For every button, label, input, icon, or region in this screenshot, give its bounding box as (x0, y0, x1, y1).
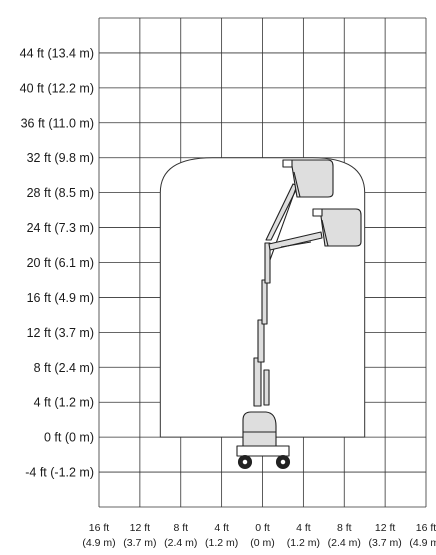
upper-platform-bracket (282, 159, 293, 168)
lower-platform (319, 208, 362, 247)
y-tick-label: 44 ft (13.4 m) (20, 46, 94, 60)
x-tick-label-ft: 4 ft (214, 522, 229, 534)
x-tick-label-m: (1.2 m) (205, 537, 238, 549)
upper-platform (290, 159, 334, 198)
y-tick-label: 4 ft (1.2 m) (34, 396, 94, 410)
lower-jib-arm (268, 231, 323, 251)
x-tick-label-ft: 8 ft (173, 522, 188, 534)
y-tick-label: 20 ft (6.1 m) (27, 256, 94, 270)
x-tick-label-ft: 8 ft (337, 522, 352, 534)
y-tick-label: 8 ft (2.4 m) (34, 361, 94, 375)
chassis-base (236, 445, 290, 457)
y-tick-label: 36 ft (11.0 m) (21, 116, 94, 130)
x-tick-label-m: (2.4 m) (328, 537, 361, 549)
x-tick-label-ft: 16 ft (89, 522, 110, 534)
x-tick-label-ft: 16 ft (416, 522, 436, 534)
wheel-hub (279, 458, 287, 466)
wheel-hub (241, 458, 249, 466)
x-tick-label-ft: 12 ft (375, 522, 396, 534)
mast-section (257, 319, 265, 363)
y-tick-label: -4 ft (-1.2 m) (25, 466, 94, 480)
chassis-body (242, 411, 277, 447)
x-tick-label-m: (4.9 m) (409, 537, 436, 549)
mast-section (253, 357, 262, 407)
x-tick-label-ft: 4 ft (296, 522, 311, 534)
upper-platform-rail (293, 171, 301, 198)
x-tick-label-m: (0 m) (250, 537, 275, 549)
y-tick-label: 0 ft (0 m) (44, 431, 94, 445)
x-tick-label-m: (1.2 m) (287, 537, 320, 549)
y-tick-label: 12 ft (3.7 m) (27, 326, 94, 340)
lift-illustration (236, 159, 362, 470)
lower-jib-brace (280, 241, 312, 248)
mast-section (261, 279, 268, 325)
x-tick-label-m: (4.9 m) (82, 537, 115, 549)
x-tick-label-ft: 12 ft (130, 522, 151, 534)
x-tick-label-m: (3.7 m) (123, 537, 156, 549)
y-tick-label: 24 ft (7.3 m) (27, 221, 94, 235)
mast-section (263, 369, 270, 406)
x-tick-label-ft: 0 ft (255, 522, 270, 534)
x-axis-labels: 16 ft (4.9 m) 12 ft (3.7 m) 8 ft (2.4 m) 4 ft (… (82, 522, 436, 549)
x-tick-label-m: (3.7 m) (368, 537, 401, 549)
y-tick-label: 16 ft (4.9 m) (27, 291, 94, 305)
lower-platform-rail (321, 219, 329, 247)
x-tick-label-m: (2.4 m) (164, 537, 197, 549)
y-axis-labels: 44 ft (13.4 m) 40 ft (12.2 m) 36 ft (11.0 … (20, 46, 94, 479)
y-tick-label: 28 ft (8.5 m) (27, 186, 94, 200)
lower-platform-bracket (312, 208, 323, 217)
y-tick-label: 40 ft (12.2 m) (20, 81, 94, 95)
mast-section (264, 242, 271, 284)
y-tick-label: 32 ft (9.8 m) (27, 151, 94, 165)
